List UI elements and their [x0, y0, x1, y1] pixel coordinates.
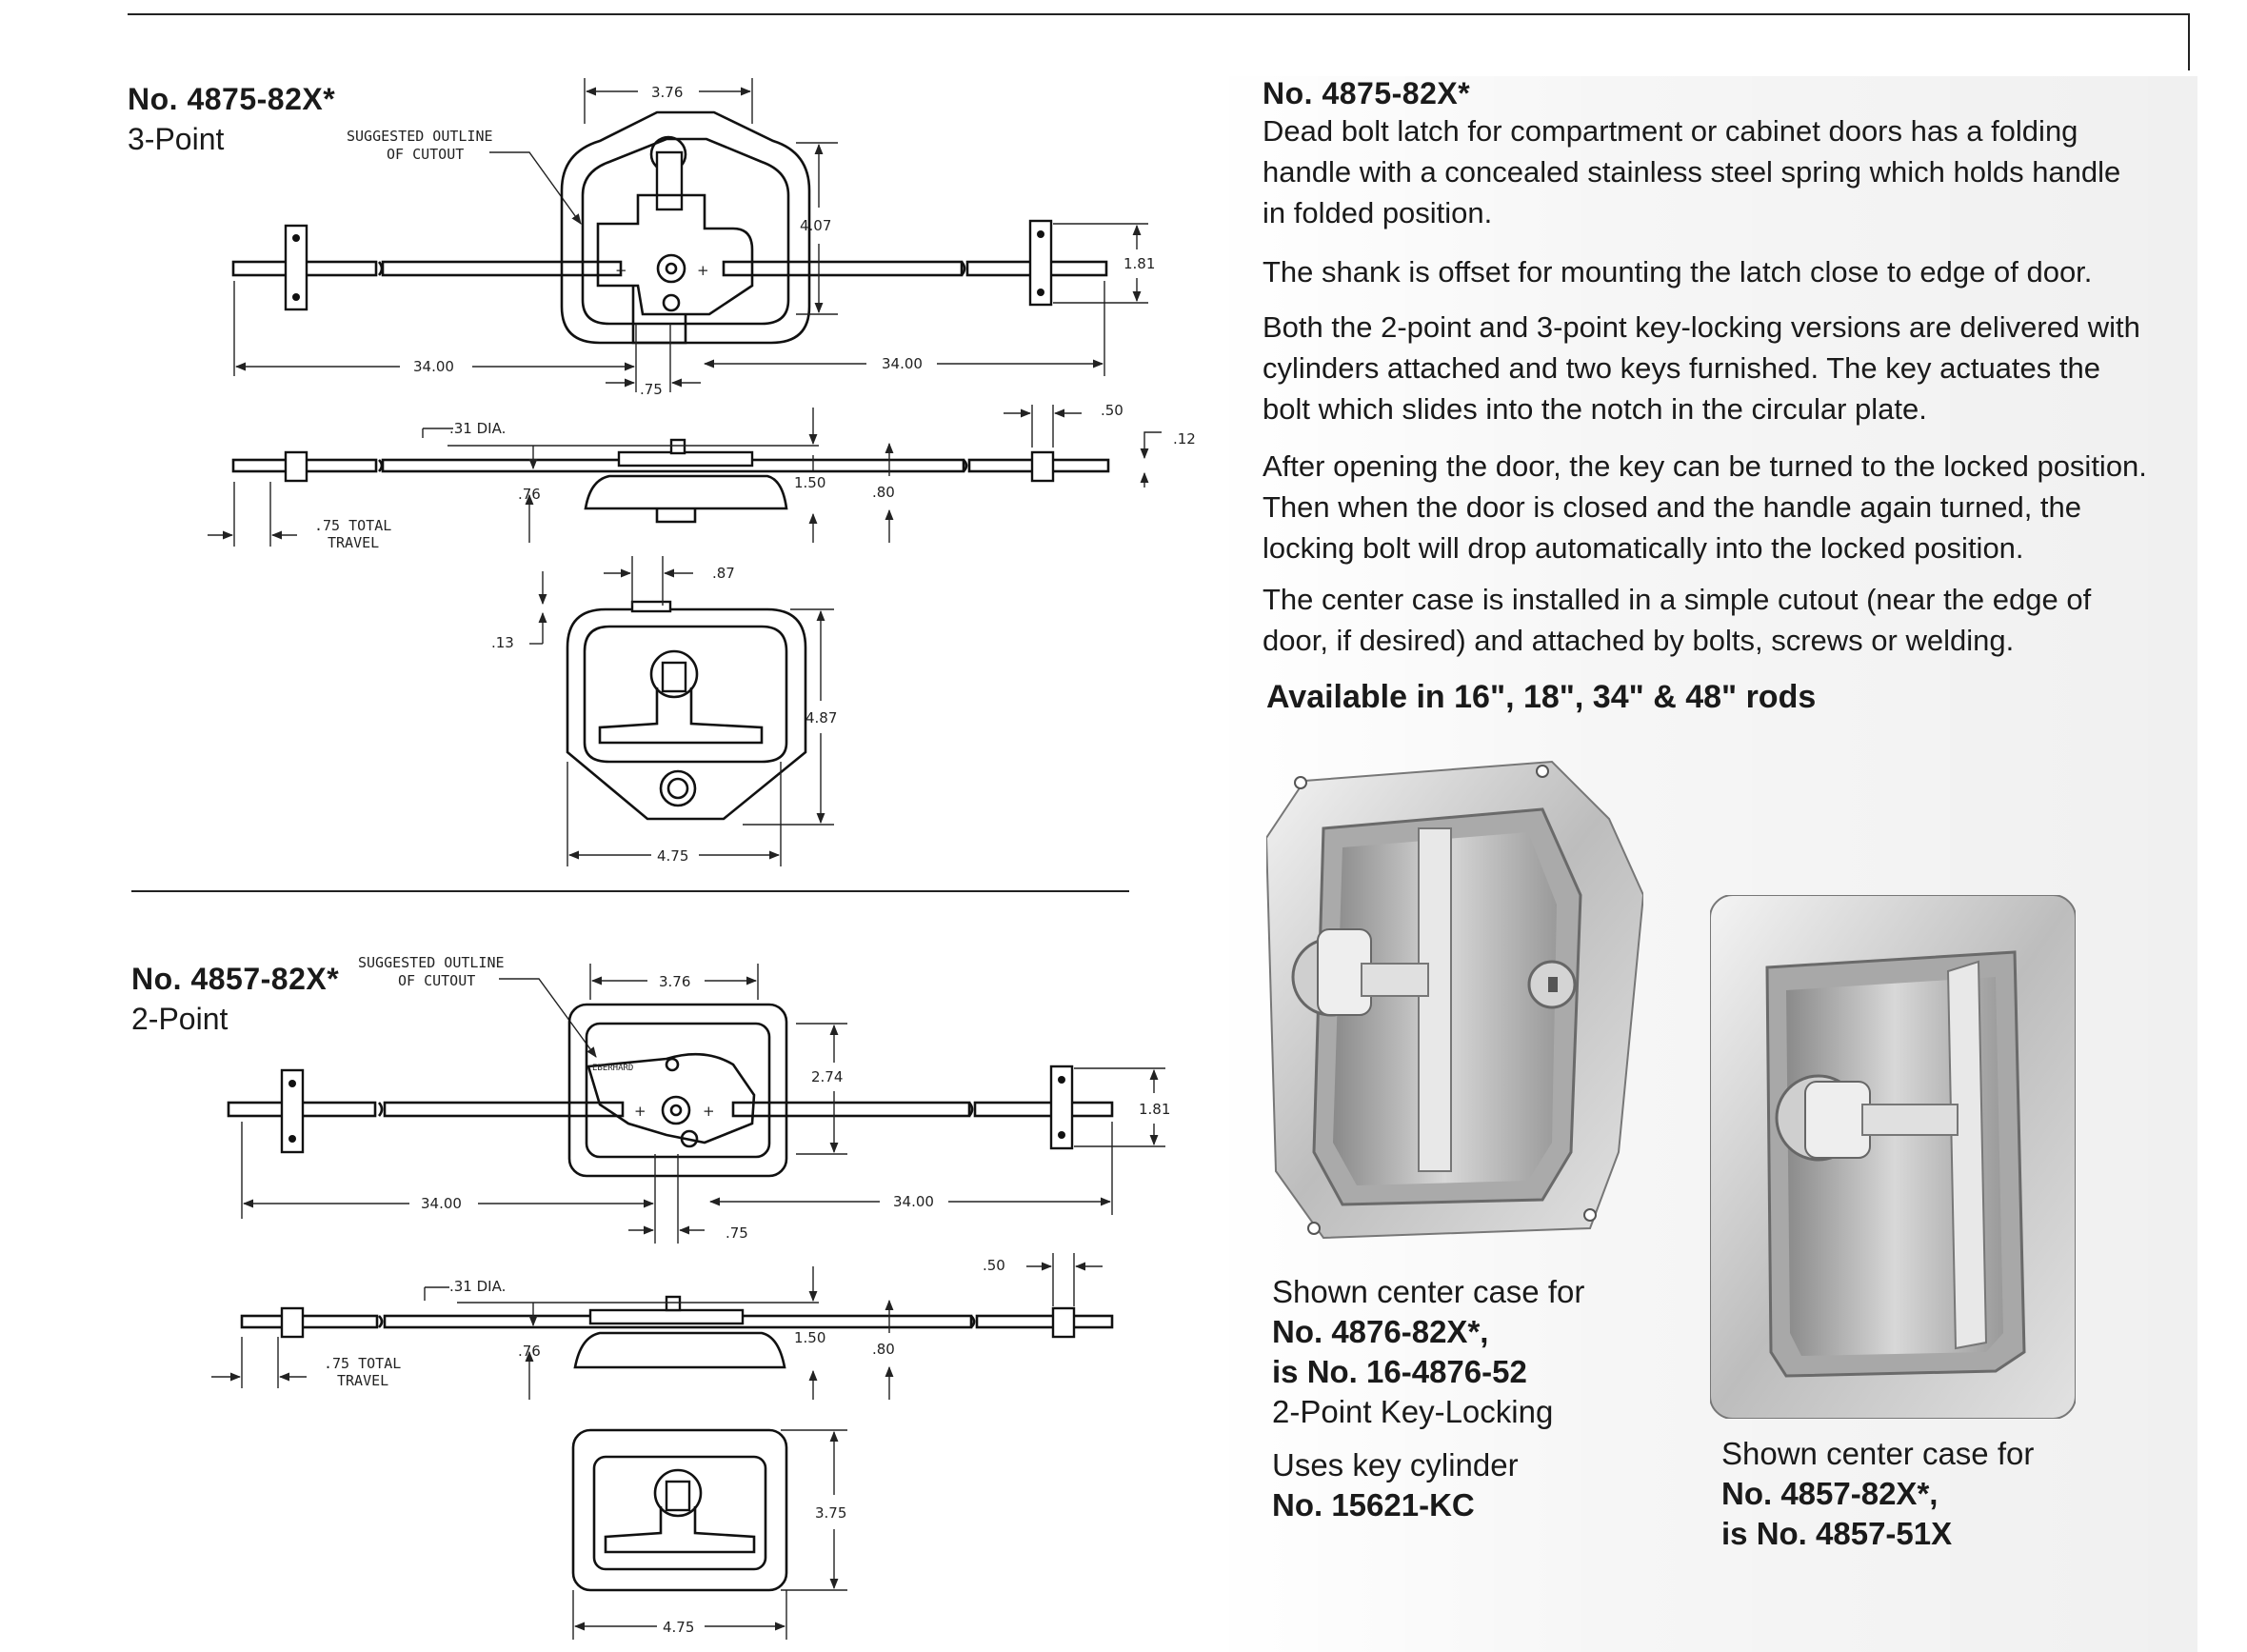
description-para-1: Dead bolt latch for compartment or cabin…	[1263, 110, 2148, 233]
description-para-4: After opening the door, the key can be t…	[1263, 446, 2148, 568]
caption-left-line1: Shown center case for	[1272, 1274, 1585, 1309]
caption-left-line2: No. 4876-82X*,	[1272, 1314, 1489, 1349]
dim-34-left-top: 34.00	[413, 358, 454, 375]
model-subtitle-3point: 3-Point	[128, 122, 225, 156]
dim-76-bottom: .76	[518, 1343, 541, 1360]
model-subtitle-2point: 2-Point	[131, 1002, 229, 1036]
travel-label-bottom: .75 TOTAL	[324, 1355, 401, 1372]
svg-text:+: +	[703, 1103, 715, 1120]
dim-80-top: .80	[872, 484, 895, 501]
model-heading-3point: No. 4875-82X*	[128, 82, 336, 116]
caption-right-line1: Shown center case for	[1721, 1436, 2035, 1471]
dim-12: .12	[1173, 430, 1196, 448]
dim-87: .87	[712, 565, 735, 582]
travel-label2-bottom: TRAVEL	[337, 1372, 388, 1389]
available-rods-note: Available in 16", 18", 34" & 48" rods	[1266, 679, 1817, 715]
caption-right-line2: No. 4857-82X*,	[1721, 1476, 1939, 1511]
dim-1-50-top: 1.50	[794, 474, 825, 491]
caption-left-line4: 2-Point Key-Locking	[1272, 1394, 1554, 1429]
caption-left-line3: is No. 16-4876-52	[1272, 1354, 1527, 1389]
outline-note-line1: SUGGESTED OUTLINE	[347, 128, 493, 145]
travel-label-top: .75 TOTAL	[314, 517, 391, 534]
technical-drawings: SUGGESTED OUTLINE OF CUTOUT + + 3.76	[208, 78, 1196, 1640]
description-text-1: Dead bolt latch for compartment or cabin…	[1263, 114, 2121, 229]
dim-80-bottom: .80	[872, 1341, 895, 1358]
description-text-5: The center case is installed in a simple…	[1263, 583, 2092, 657]
svg-text:+: +	[634, 1103, 646, 1120]
dim-31-dia-top: .31 DIA.	[449, 420, 506, 437]
svg-text:+: +	[697, 262, 709, 279]
description-model-heading: No. 4875-82X*	[1263, 76, 1471, 110]
dim-31-dia-bottom: .31 DIA.	[449, 1278, 506, 1295]
dim-4-07: 4.07	[800, 217, 831, 234]
outline-note-line2: OF CUTOUT	[387, 146, 464, 163]
dim-50-top: .50	[1101, 402, 1124, 419]
dim-76-top: .76	[518, 486, 541, 503]
description-para-2: The shank is offset for mounting the lat…	[1263, 251, 2148, 292]
right-rule	[2188, 13, 2190, 70]
dim-3-75: 3.75	[815, 1504, 846, 1522]
bottom-side-view: .31 DIA. .76 1.50 .80 .50 .75 TOTAL TRAV…	[211, 1253, 1114, 1400]
photo-2point-center-case	[1710, 895, 2076, 1419]
dim-1-81-top: 1.81	[1124, 255, 1155, 272]
top-front-view: .87 .13 4.87 4.75	[491, 556, 837, 866]
caption-2point: Shown center case for No. 4857-82X*, is …	[1721, 1434, 2034, 1554]
top-side-view: .31 DIA. .76 1.50 .80 .50 .12 .75 TOTAL …	[208, 402, 1196, 551]
top-plan-view: SUGGESTED OUTLINE OF CUTOUT ++ 3.76	[231, 78, 1155, 398]
dim-3-76-top: 3.76	[651, 84, 683, 101]
dim-75-offset-bottom: .75	[726, 1224, 748, 1242]
dim-34-left-bottom: 34.00	[421, 1195, 462, 1212]
description-text-3: Both the 2-point and 3-point key-locking…	[1263, 310, 2140, 426]
dim-4-75-top: 4.75	[657, 847, 688, 865]
dim-13: .13	[491, 634, 514, 651]
dim-4-75-bottom: 4.75	[663, 1619, 694, 1636]
caption-left-line5: Uses key cylinder	[1272, 1447, 1519, 1483]
outline-note-line2-b: OF CUTOUT	[398, 972, 475, 989]
dim-75-offset-top: .75	[640, 381, 663, 398]
dim-34-right-top: 34.00	[882, 355, 923, 372]
dim-50-bottom: .50	[983, 1257, 1005, 1274]
top-rule	[128, 13, 2190, 15]
travel-label2-top: TRAVEL	[328, 534, 379, 551]
photo-3point-center-case	[1266, 760, 1643, 1240]
bottom-plan-view: SUGGESTED OUTLINE OF CUTOUT EBERHARD ++ …	[227, 954, 1170, 1244]
dim-34-right-bottom: 34.00	[893, 1193, 934, 1210]
dim-2-74: 2.74	[811, 1068, 843, 1085]
section-divider	[131, 890, 1129, 892]
dim-1-81-bottom: 1.81	[1139, 1101, 1170, 1118]
caption-right-line3: is No. 4857-51X	[1721, 1516, 1953, 1551]
model-heading-2point: No. 4857-82X*	[131, 962, 340, 996]
dim-1-50-bottom: 1.50	[794, 1329, 825, 1346]
description-text-4: After opening the door, the key can be t…	[1263, 449, 2147, 565]
dim-3-76-bottom: 3.76	[659, 973, 690, 990]
description-para-3: Both the 2-point and 3-point key-locking…	[1263, 307, 2148, 429]
description-para-5: The center case is installed in a simple…	[1263, 579, 2148, 661]
outline-note-line1-b: SUGGESTED OUTLINE	[358, 954, 505, 971]
bottom-front-view: 3.75 4.75	[571, 1428, 847, 1640]
caption-3point: Shown center case for No. 4876-82X*, is …	[1272, 1272, 1584, 1525]
caption-left-line6: No. 15621-KC	[1272, 1487, 1475, 1523]
brand-mark: EBERHARD	[592, 1064, 633, 1073]
dim-4-87: 4.87	[805, 709, 837, 726]
description-text-2: The shank is offset for mounting the lat…	[1263, 255, 2093, 289]
